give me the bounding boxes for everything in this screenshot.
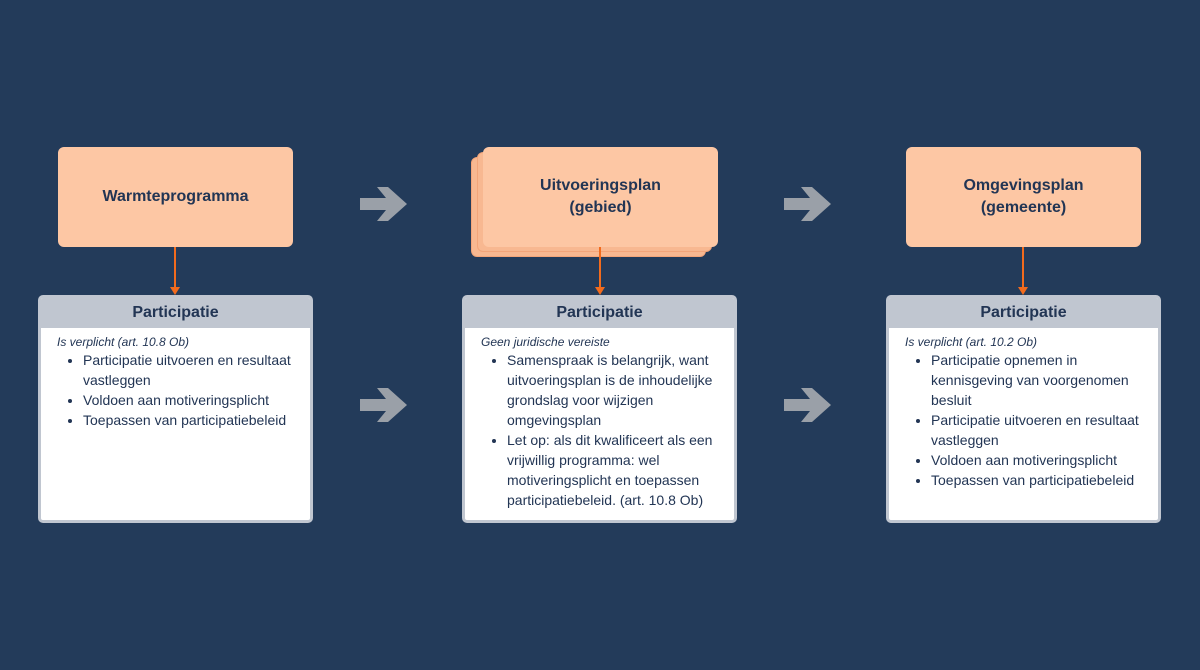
flow-arrow-icon	[360, 187, 407, 221]
list-item: Participatie opnemen in kennisgeving van…	[931, 350, 1148, 410]
card-list: Participatie uitvoeren en resultaat vast…	[57, 350, 300, 430]
card-header: Participatie	[889, 298, 1158, 328]
list-item: Toepassen van participatiebeleid	[83, 410, 300, 430]
card-header: Participatie	[465, 298, 734, 328]
stage-warmteprogramma: Warmteprogramma	[58, 147, 293, 247]
list-item: Let op: als dit kwalificeert als een vri…	[507, 430, 724, 510]
flow-arrow-icon	[360, 388, 407, 422]
card-note: Is verplicht (art. 10.8 Ob)	[57, 335, 190, 349]
participation-card-omgevingsplan: Participatie Is verplicht (art. 10.2 Ob)…	[886, 295, 1161, 523]
list-item: Samenspraak is belangrijk, want uitvoeri…	[507, 350, 724, 430]
card-list: Participatie opnemen in kennisgeving van…	[905, 350, 1148, 490]
card-note: Is verplicht (art. 10.2 Ob)	[905, 335, 1038, 349]
participation-card-uitvoeringsplan: Participatie Geen juridische vereiste Sa…	[462, 295, 737, 523]
flow-arrow-icon	[784, 388, 831, 422]
stage-title-line1: Omgevingsplan	[963, 177, 1084, 194]
list-item: Participatie uitvoeren en resultaat vast…	[931, 410, 1148, 450]
stage-title-line1: Uitvoeringsplan	[540, 177, 661, 194]
list-item: Voldoen aan motiveringsplicht	[931, 450, 1148, 470]
card-header: Participatie	[41, 298, 310, 328]
stage-title-line1: Warmteprogramma	[102, 188, 249, 205]
list-item: Toepassen van participatiebeleid	[931, 470, 1148, 490]
connector-stage3-card3	[1018, 247, 1028, 295]
card-note: Geen juridische vereiste	[481, 335, 610, 349]
stage-title-line2: (gemeente)	[980, 199, 1067, 216]
stage-title-line2: (gebied)	[569, 199, 632, 216]
list-item: Voldoen aan motiveringsplicht	[83, 390, 300, 410]
stage-uitvoeringsplan: Uitvoeringsplan (gebied)	[483, 147, 718, 247]
connector-stage2-card2	[595, 247, 605, 295]
flow-arrow-icon	[784, 187, 831, 221]
card-list: Samenspraak is belangrijk, want uitvoeri…	[481, 350, 724, 510]
connector-stage1-card1	[170, 247, 180, 295]
participation-card-warmteprogramma: Participatie Is verplicht (art. 10.8 Ob)…	[38, 295, 313, 523]
list-item: Participatie uitvoeren en resultaat vast…	[83, 350, 300, 390]
stage-omgevingsplan: Omgevingsplan (gemeente)	[906, 147, 1141, 247]
